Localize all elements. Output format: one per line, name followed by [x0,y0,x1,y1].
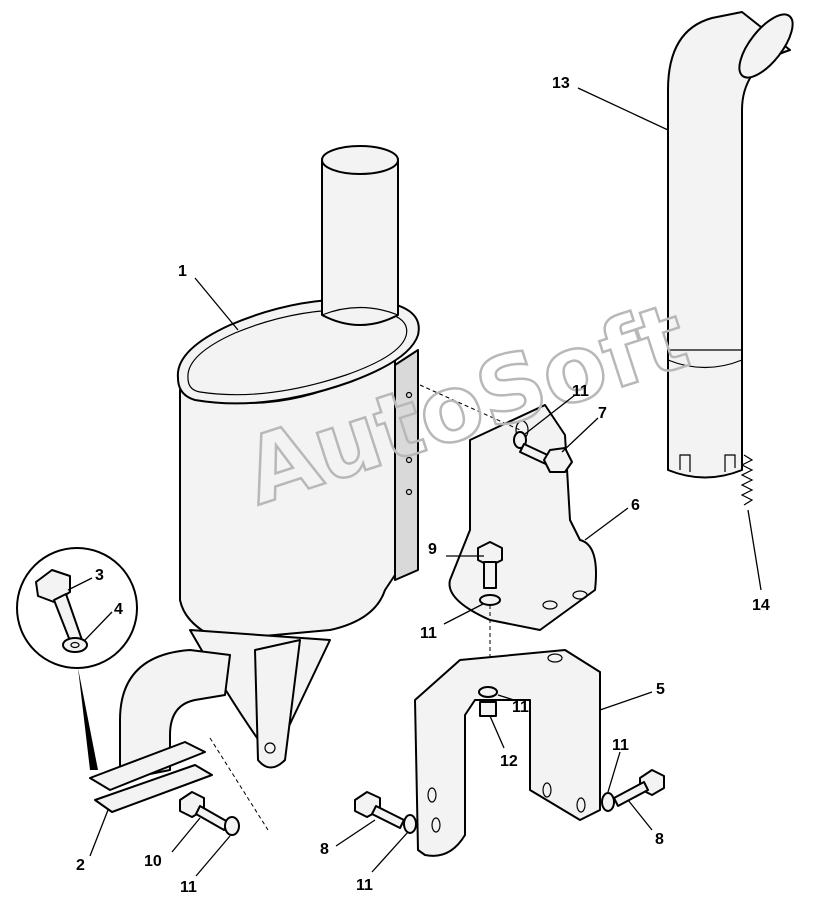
callout-1: 1 [178,263,187,280]
leader-lines [67,87,762,877]
callout-12: 12 [500,753,518,770]
callout-7: 7 [598,405,607,422]
bolt-7 [513,431,573,473]
callout-5: 5 [656,681,665,698]
lower-bracket [414,649,601,857]
spring [740,454,754,506]
callout-11-right: 11 [612,737,629,754]
callout-4: 4 [114,601,123,618]
callout-labels: 1 2 3 4 5 6 7 8 8 9 10 11 11 11 11 11 11… [76,75,770,896]
detail-circle [16,547,138,770]
flange-gasket [89,741,213,813]
callout-6: 6 [631,497,640,514]
callout-11-bottom: 11 [356,877,373,894]
tail-pipe [667,11,794,479]
callout-2: 2 [76,857,85,874]
bolt-8-right [601,769,665,812]
bolt-10 [179,737,269,836]
callout-13: 13 [552,75,570,92]
callout-11-nut: 11 [512,699,529,716]
callout-11-bracket: 11 [420,625,437,642]
bolt-8-left [354,791,417,834]
nut-12 [478,686,498,717]
bolt-9 [477,541,503,690]
callout-8-left: 8 [320,841,329,858]
callout-8-right: 8 [655,831,664,848]
callout-3: 3 [95,567,104,584]
callout-9: 9 [428,541,437,558]
callout-14: 14 [752,597,770,614]
callout-11-left: 11 [180,879,197,896]
silencer-body [119,145,420,781]
callout-11-top: 11 [572,383,589,400]
callout-10: 10 [144,853,162,870]
